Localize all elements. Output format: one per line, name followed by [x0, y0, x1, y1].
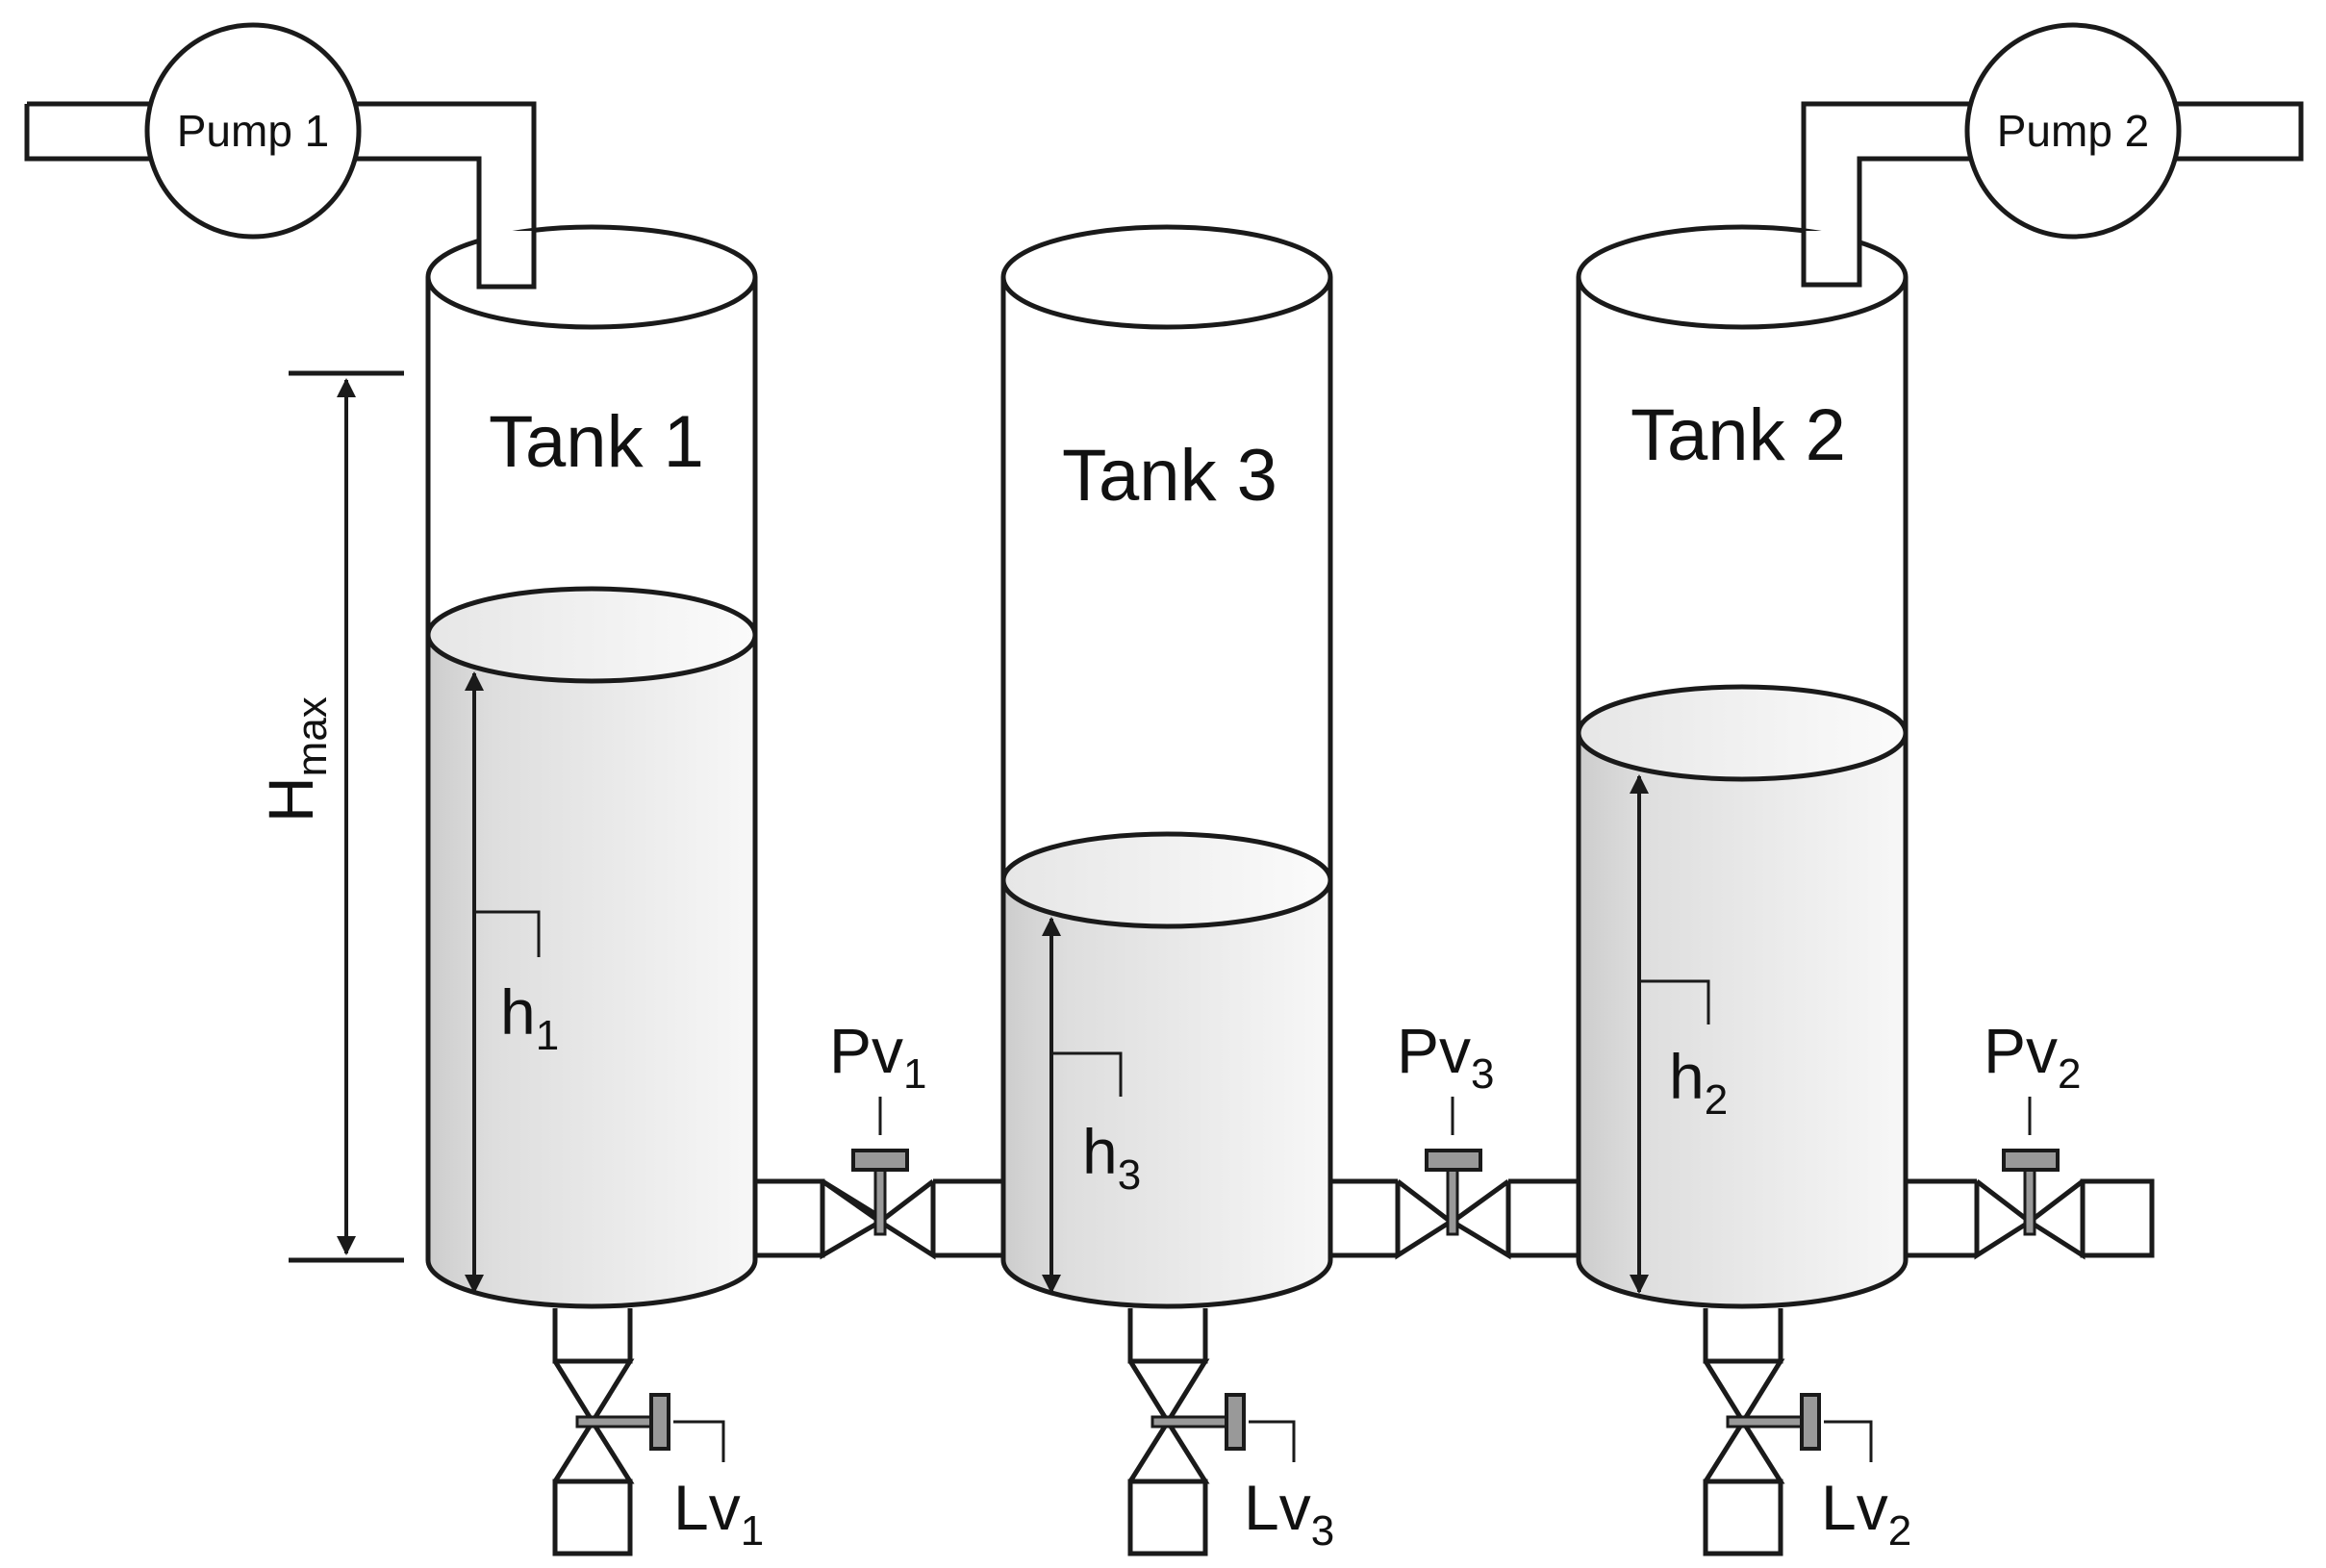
level-label-h1: h1 — [500, 976, 559, 1059]
tank-3 — [1000, 224, 1333, 1309]
tank-3-label: Tank 3 — [1062, 435, 1277, 517]
level-label-h2: h2 — [1669, 1041, 1728, 1124]
leak-valve-lv1 — [552, 1308, 725, 1556]
level-label-h3: h3 — [1082, 1116, 1141, 1199]
level-arrow-h2 — [1630, 774, 1710, 1294]
tank-2-label: Tank 2 — [1631, 394, 1846, 476]
pipe-valve-pv3 — [1330, 1097, 1579, 1260]
pump-1 — [144, 22, 362, 240]
hmax-sub: max — [289, 696, 336, 776]
pump-2-label: Pump 2 — [1997, 106, 2150, 156]
leak-valve-lv3-label: Lv3 — [1244, 1472, 1334, 1555]
pipe-valve-pv3-label: Pv3 — [1397, 1015, 1495, 1098]
level-arrow-h1 — [465, 671, 541, 1294]
pump-1-label: Pump 1 — [177, 106, 330, 156]
tank-2 — [1576, 224, 1909, 1309]
pipe-valve-pv2-label: Pv2 — [1984, 1015, 2082, 1098]
leak-valve-lv3 — [1127, 1308, 1296, 1556]
hmax-dimension — [289, 370, 404, 1263]
pipe-valve-pv1 — [755, 1097, 1003, 1260]
level-arrow-h3 — [1042, 917, 1123, 1294]
svg-text:Hmax: Hmax — [255, 696, 336, 822]
pipe-valve-pv1-label: Pv1 — [829, 1015, 927, 1098]
pipe-valve-pv2 — [1906, 1097, 2155, 1260]
leak-valve-lv2 — [1703, 1308, 1873, 1556]
leak-valve-lv1-label: Lv1 — [673, 1472, 764, 1555]
hmax-main: H — [255, 776, 326, 822]
tank-1-label: Tank 1 — [489, 401, 704, 483]
leak-valve-lv2-label: Lv2 — [1821, 1472, 1911, 1555]
tank-1 — [425, 224, 758, 1309]
pump-2 — [1964, 22, 2182, 240]
hmax-label: Hmax — [255, 696, 336, 822]
